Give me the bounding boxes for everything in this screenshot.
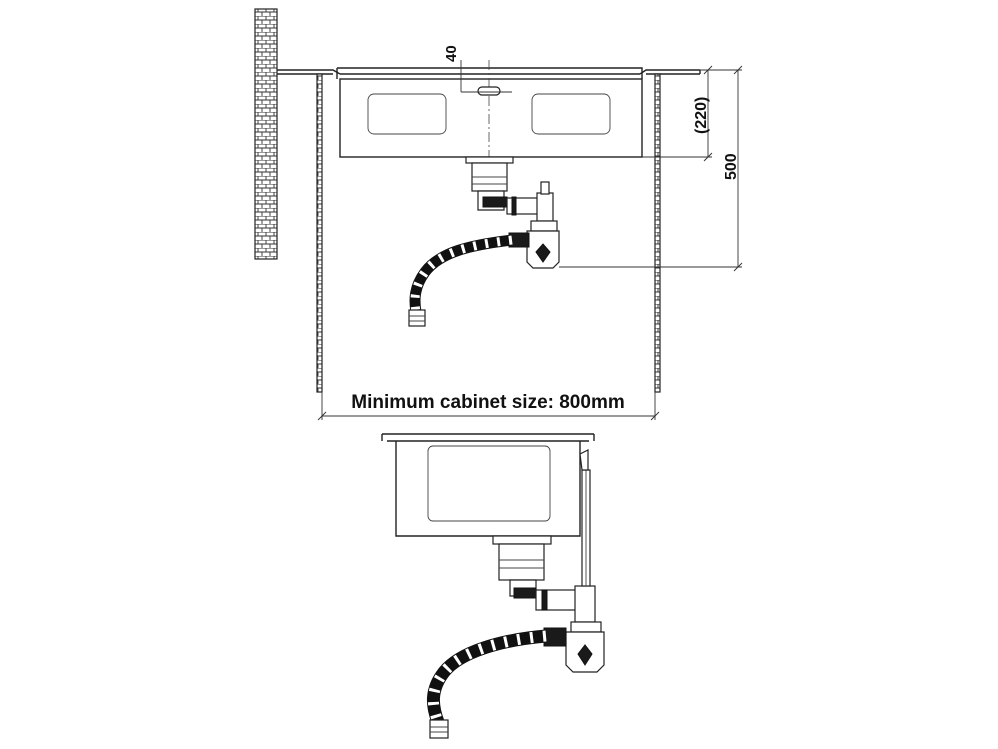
cabinet-wall-right	[654, 73, 661, 393]
sink-side-view	[381, 433, 605, 739]
dimension-40-label: 40	[443, 45, 460, 62]
sink-bowl-side	[381, 433, 595, 537]
flexible-hose	[409, 234, 513, 313]
drain-assembly-side	[427, 449, 605, 739]
overflow-slot	[477, 86, 501, 96]
cabinet-front-view: 40 (220) 500 Minimum cabinet size: 800mm	[254, 8, 743, 421]
flexible-hose-side	[427, 629, 547, 725]
cabinet-width-dimension: Minimum cabinet size: 800mm	[317, 392, 660, 421]
dimension-220-label: (220)	[693, 97, 710, 134]
wall	[254, 8, 278, 260]
countertop	[277, 69, 701, 75]
cabinet-wall-left	[316, 73, 323, 393]
cabinet-size-caption: Minimum cabinet size: 800mm	[351, 392, 624, 413]
vertical-dimensions: (220) 500	[559, 65, 743, 272]
drain-assembly	[408, 156, 560, 327]
dimension-40: 40	[443, 45, 462, 92]
sink-bowl	[336, 60, 643, 160]
dimension-500-label: 500	[723, 153, 740, 180]
